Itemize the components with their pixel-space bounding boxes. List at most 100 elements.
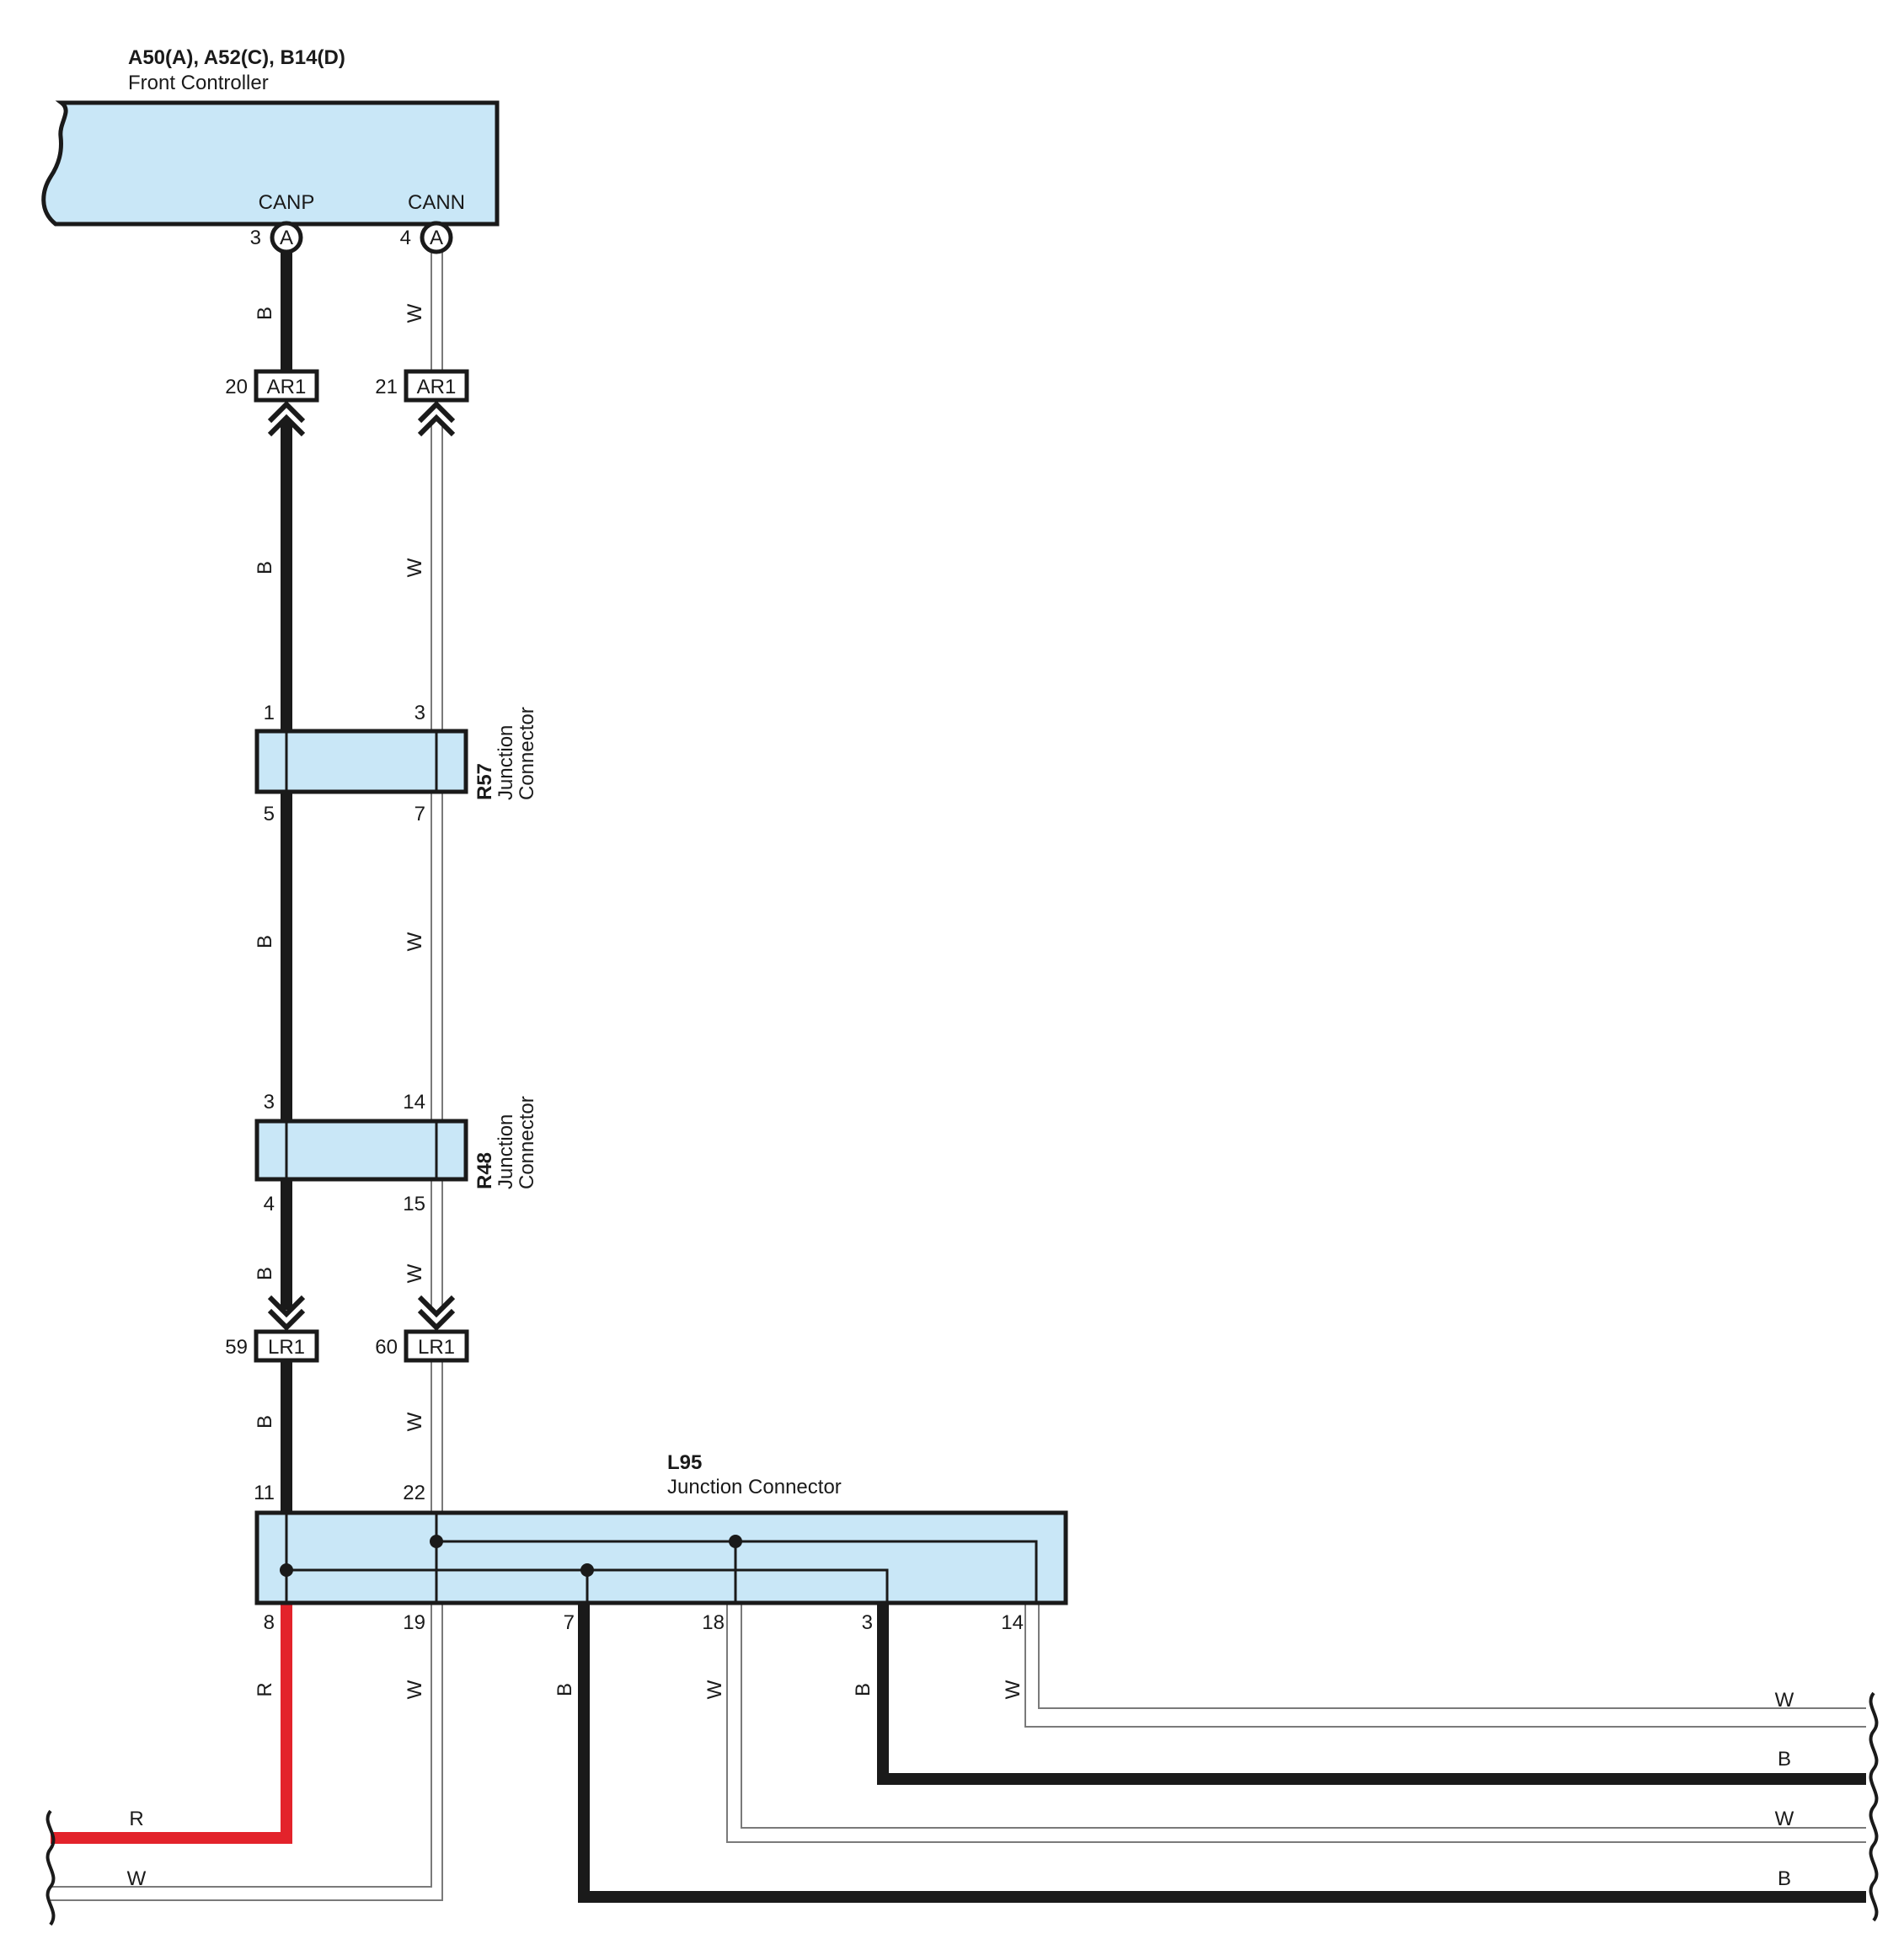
canp-pin-circle <box>270 221 303 254</box>
r57-connector: 1 3 5 7 R57 Junction Connector <box>254 702 538 825</box>
wire-color-label: W <box>404 303 426 323</box>
cann-label: CANN <box>408 191 465 214</box>
r57-pin-1: 1 <box>264 702 275 724</box>
ar1-connectors: AR1 20 AR1 21 <box>225 369 469 437</box>
wire-color-label: R <box>254 1682 276 1696</box>
l95-pin-11: 11 <box>254 1482 275 1504</box>
wire-color-label: W <box>127 1867 147 1890</box>
wire-color-label: W <box>1775 1689 1794 1712</box>
wire-color-label: B <box>1778 1867 1791 1890</box>
lr1-right-arrow-icon <box>417 1295 456 1332</box>
ar1-left-box <box>254 369 319 403</box>
wire-white-pin19 <box>51 1603 443 1901</box>
r48-pin-3: 3 <box>264 1091 275 1114</box>
wire-color-label: B <box>254 935 276 948</box>
r57-label-line1: Junction <box>495 725 517 800</box>
wire-cann <box>431 253 443 1513</box>
wire-color-label: W <box>404 1680 426 1699</box>
wire-color-label: W <box>1775 1808 1794 1830</box>
break-mark-icon <box>1869 1691 1879 1922</box>
l95-splice-dot <box>580 1563 594 1577</box>
front-controller-codes: A50(A), A52(C), B14(D) <box>128 46 345 69</box>
canp-pin-conn: A <box>280 227 293 249</box>
r57-box <box>254 729 468 794</box>
ar1-right-box <box>404 369 469 403</box>
wire-color-label: B <box>254 561 276 574</box>
wire-color-label: W <box>404 558 426 577</box>
lr1-connectors: LR1 59 LR1 60 <box>225 1295 469 1363</box>
l95-box <box>254 1510 1068 1605</box>
wire-color-label: B <box>254 1415 276 1429</box>
l95-pin-3: 3 <box>862 1611 873 1634</box>
l95-internal-bus <box>285 1513 1038 1603</box>
r48-box <box>254 1119 468 1182</box>
r48-code: R48 <box>473 1152 496 1189</box>
l95-splice-dot <box>430 1535 443 1548</box>
l95-pin-7: 7 <box>564 1611 575 1634</box>
l95-pin-14: 14 <box>1001 1611 1024 1634</box>
break-mark-icon <box>45 1809 56 1926</box>
l95-pin-22: 22 <box>403 1482 425 1504</box>
ar1-right-pin: 21 <box>375 376 398 398</box>
wire-red-pin8 <box>51 1603 292 1844</box>
r57-code: R57 <box>473 763 496 800</box>
r57-pin-3: 3 <box>414 702 425 724</box>
wire-color-label: B <box>254 1267 276 1280</box>
l95-splice-dot <box>280 1563 293 1577</box>
lr1-right-box <box>404 1329 469 1363</box>
wire-color-label: W <box>1002 1680 1024 1699</box>
wires <box>51 253 1866 1903</box>
wire-color-label: B <box>554 1683 576 1696</box>
r48-label-line2: Connector <box>516 1096 538 1189</box>
lr1-left-pin: 59 <box>225 1336 248 1359</box>
front-controller-body <box>41 100 500 227</box>
canp-label: CANP <box>259 191 315 214</box>
wire-color-label: W <box>404 1412 426 1431</box>
lr1-right-label: LR1 <box>418 1336 455 1359</box>
ar1-right-arrow-icon <box>417 400 456 437</box>
wire-white-pin14 <box>1024 1603 1866 1728</box>
cann-pin-conn: A <box>430 227 443 249</box>
r48-pin-15: 15 <box>403 1193 425 1215</box>
wire-white-pin18 <box>726 1603 1866 1843</box>
wire-color-label: B <box>1778 1748 1791 1771</box>
cann-pin-number: 4 <box>400 227 411 249</box>
r48-label-line1: Junction <box>495 1114 517 1189</box>
r57-pin-5: 5 <box>264 803 275 825</box>
l95-pin-18: 18 <box>702 1611 725 1634</box>
wire-black-pin3 <box>877 1603 1866 1785</box>
l95-splice-dot <box>729 1535 742 1548</box>
front-controller-name: Front Controller <box>128 72 269 94</box>
r57-label-line2: Connector <box>516 707 538 800</box>
wire-black-pin7 <box>578 1603 1866 1903</box>
l95-pin-8: 8 <box>264 1611 275 1634</box>
lr1-left-arrow-icon <box>267 1295 306 1332</box>
r48-pin-14: 14 <box>403 1091 425 1114</box>
l95-name: Junction Connector <box>667 1476 842 1498</box>
break-marks <box>45 1691 1879 1926</box>
controller-pins: A 3 A 4 <box>250 221 453 254</box>
cann-pin-circle <box>420 221 453 254</box>
lr1-right-pin: 60 <box>375 1336 398 1359</box>
wire-color-label: W <box>404 1263 426 1283</box>
lr1-left-box <box>254 1329 319 1363</box>
lr1-left-label: LR1 <box>268 1336 305 1359</box>
front-controller: A50(A), A52(C), B14(D) Front Controller … <box>41 46 500 227</box>
wire-color-labels: B W B W B W B W B W R W B W B W R W W B … <box>127 303 1794 1890</box>
ar1-left-arrow-icon <box>267 400 306 437</box>
wire-color-label: W <box>404 932 426 951</box>
ar1-right-label: AR1 <box>417 376 457 398</box>
wire-color-label: R <box>129 1808 143 1830</box>
l95-connector: L95 Junction Connector 11 22 8 19 7 18 3… <box>254 1451 1068 1634</box>
wire-color-label: W <box>703 1680 726 1699</box>
wire-color-label: B <box>852 1683 874 1696</box>
r57-pin-7: 7 <box>414 803 425 825</box>
r48-pin-4: 4 <box>264 1193 275 1215</box>
r48-connector: 3 14 4 15 R48 Junction Connector <box>254 1091 538 1215</box>
ar1-left-pin: 20 <box>225 376 248 398</box>
wire-color-label: B <box>254 307 276 320</box>
canp-pin-number: 3 <box>250 227 261 249</box>
ar1-left-label: AR1 <box>267 376 307 398</box>
l95-pin-19: 19 <box>403 1611 425 1634</box>
